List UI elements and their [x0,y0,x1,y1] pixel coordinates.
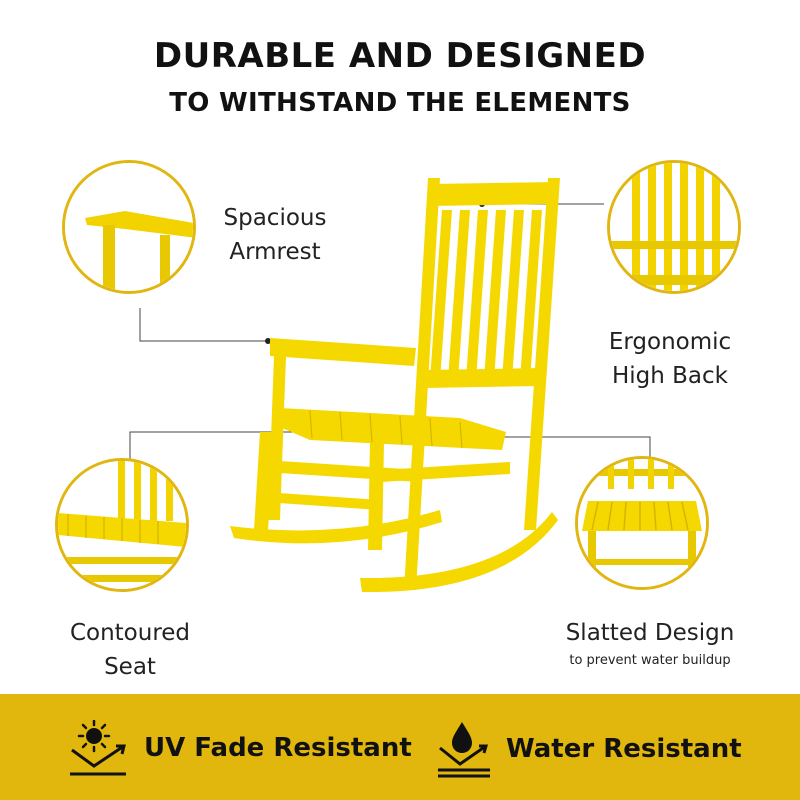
seat-label-line-1: Contoured [69,620,191,646]
sun-icon [70,720,126,776]
armrest-label: Spacious Armrest [205,201,345,269]
slatted-seat-detail-image [575,456,709,590]
rocking-chair-image [230,178,560,593]
headline-line-2: TO WITHSTAND THE ELEMENTS [169,88,631,118]
high-back-label-line-1: Ergonomic [608,329,732,355]
feature-water-label: Water Resistant [506,734,742,764]
slatted-design-subtitle: to prevent water buildup [569,653,731,668]
armrest-label-line-2: Armrest [229,239,321,265]
high-back-label: Ergonomic High Back [590,325,750,393]
seat-detail-image [55,458,189,592]
armrest-detail-image [62,160,196,294]
feature-uv-label: UV Fade Resistant [144,733,412,763]
slatted-design-label: Slatted Design [565,620,735,646]
high-back-detail-image [607,160,741,294]
armrest-label-line-1: Spacious [223,205,327,231]
headline-line-1: DURABLE AND DESIGNED [153,36,647,76]
feature-bar [0,694,800,800]
seat-label-line-2: Seat [104,654,156,680]
feature-uv: UV Fade Resistant [68,720,412,776]
seat-label: Contoured Seat [50,616,210,684]
high-back-label-line-2: High Back [611,363,728,389]
water-drop-icon [438,722,490,778]
feature-water: Water Resistant [436,720,742,778]
